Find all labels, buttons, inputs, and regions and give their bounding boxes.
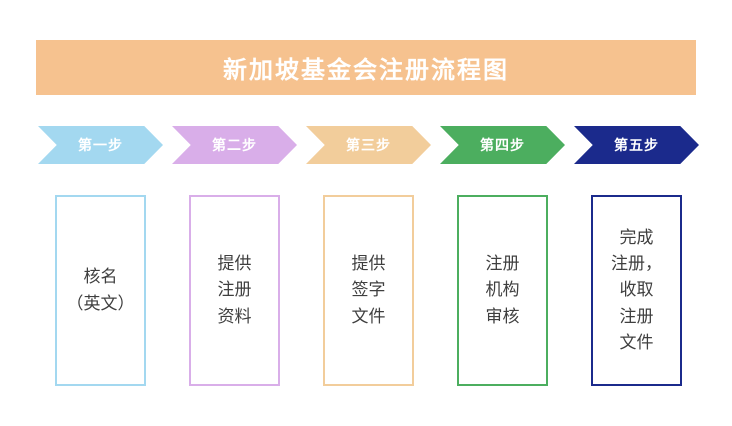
step-arrow-1: 第一步	[38, 126, 163, 164]
step-arrow-2: 第二步	[172, 126, 297, 164]
step-box-text-1: 核名 （英文）	[66, 267, 135, 313]
step-column-1: 第一步 核名 （英文）	[38, 126, 163, 386]
step-arrow-4: 第四步	[440, 126, 565, 164]
step-label-4: 第四步	[480, 137, 525, 153]
step-column-3: 第三步 提供 签字 文件	[306, 126, 431, 386]
step-box-1: 核名 （英文）	[55, 195, 146, 386]
step-label-3: 第三步	[346, 137, 391, 153]
step-box-5: 完成 注册， 收取 注册 文件	[591, 195, 682, 386]
page-title: 新加坡基金会注册流程图	[223, 57, 509, 84]
step-box-text-3: 提供 签字 文件	[351, 253, 386, 326]
step-box-2: 提供 注册 资料	[189, 195, 280, 386]
step-column-4: 第四步 注册 机构 审核	[440, 126, 565, 386]
step-label-1: 第一步	[78, 137, 123, 153]
step-column-2: 第二步 提供 注册 资料	[172, 126, 297, 386]
step-label-5: 第五步	[614, 137, 659, 153]
step-label-2: 第二步	[212, 137, 257, 153]
step-arrow-5: 第五步	[574, 126, 699, 164]
step-box-text-5: 完成 注册， 收取 注册 文件	[611, 227, 662, 353]
title-banner: 新加坡基金会注册流程图	[36, 40, 696, 95]
step-box-text-2: 提供 注册 资料	[217, 253, 252, 326]
flow-steps-row: 第一步 核名 （英文） 第二步 提供 注册 资料 第三步 提供 签字 文件	[38, 126, 699, 386]
step-box-text-4: 注册 机构 审核	[485, 253, 520, 326]
step-box-4: 注册 机构 审核	[457, 195, 548, 386]
step-box-3: 提供 签字 文件	[323, 195, 414, 386]
step-column-5: 第五步 完成 注册， 收取 注册 文件	[574, 126, 699, 386]
step-arrow-3: 第三步	[306, 126, 431, 164]
